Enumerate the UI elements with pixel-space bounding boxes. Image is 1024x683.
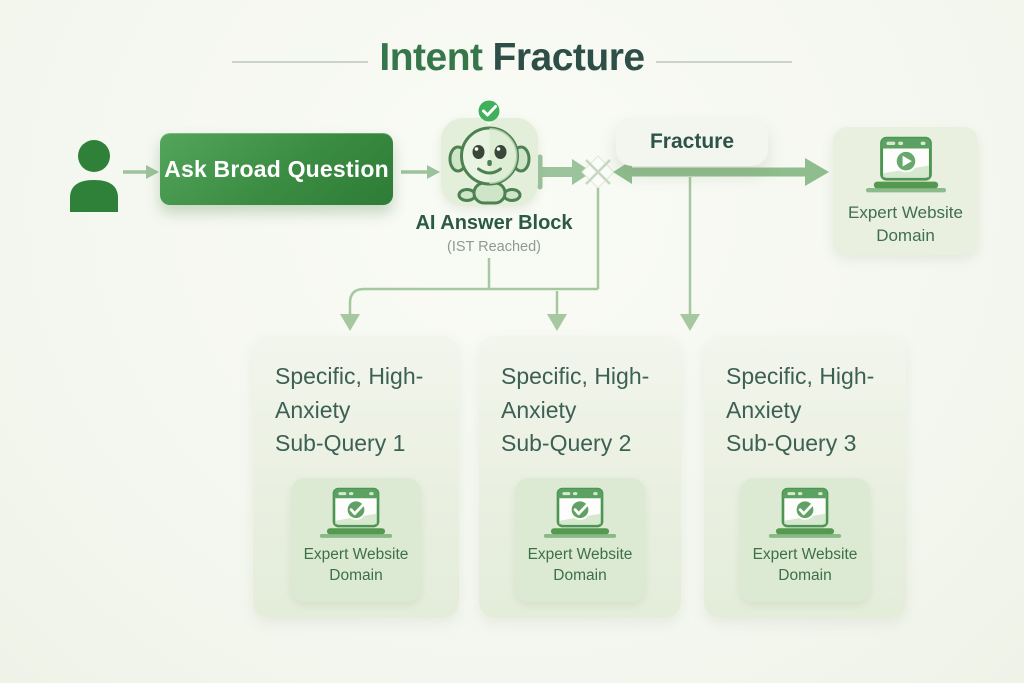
browser-check-icon — [768, 487, 842, 538]
subquery-2-line-2: Anxiety — [501, 396, 577, 423]
subquery-2-line-3: Sub-Query 2 — [501, 430, 632, 456]
subquery-1-text: Specific, High- Anxiety Sub-Query 1 — [275, 360, 423, 461]
subquery-1-line-2: Anxiety — [275, 396, 351, 423]
ai-block-sublabel: (IST Reached) — [446, 239, 542, 255]
expert-domain-label-1: Expert Website Domain — [303, 546, 409, 584]
subquery-3-text: Specific, High- Anxiety Sub-Query 3 — [726, 360, 874, 461]
ai-block-label: AI Answer Block — [415, 212, 573, 234]
expert-website-card: Expert Website Domain — [833, 127, 978, 255]
expert-domain-subcard-1: Expert Website Domain — [291, 478, 421, 602]
fracture-x-icon — [581, 155, 615, 189]
button-to-robot-arrow — [401, 165, 440, 179]
expert-domain-label-3: Expert Website Domain — [752, 546, 858, 584]
subquery-3-line-1: Specific, High- — [726, 363, 875, 389]
ask-broad-question-button: Ask Broad Question — [160, 133, 393, 205]
subquery-3-line-2: Anxiety — [726, 396, 802, 423]
title-word-intent: Intent — [379, 36, 483, 79]
browser-check-icon — [319, 487, 393, 538]
subquery-3-line-3: Sub-Query 3 — [726, 430, 857, 456]
ask-broad-question-label: Ask Broad Question — [164, 155, 389, 182]
expert-website-label: Expert Website Domain — [848, 203, 963, 245]
ai-block-caption: AI Answer Block (IST Reached) — [399, 212, 589, 255]
expert-domain-label-2: Expert Website Domain — [527, 546, 633, 584]
person-to-button-arrow — [123, 165, 159, 179]
fracture-label: Fracture — [649, 130, 735, 153]
browser-check-icon — [543, 487, 617, 538]
ai-robot-icon — [448, 97, 531, 205]
fracture-double-arrow — [613, 158, 829, 186]
subquery-1-line-3: Sub-Query 1 — [275, 430, 406, 456]
branch-connectors — [348, 177, 692, 314]
title-word-fracture: Fracture — [492, 36, 646, 79]
branch-arrowheads — [340, 314, 700, 331]
fracture-pill: Fracture — [616, 118, 768, 166]
subquery-card-2: Specific, High- Anxiety Sub-Query 2 Expe… — [479, 336, 681, 618]
subquery-card-1: Specific, High- Anxiety Sub-Query 1 Expe… — [253, 336, 459, 618]
person-icon — [70, 140, 118, 212]
subquery-card-3: Specific, High- Anxiety Sub-Query 3 Expe… — [704, 336, 906, 618]
expert-domain-subcard-2: Expert Website Domain — [515, 478, 645, 602]
subquery-2-text: Specific, High- Anxiety Sub-Query 2 — [501, 360, 649, 461]
browser-play-icon — [865, 136, 946, 193]
expert-domain-subcard-3: Expert Website Domain — [740, 478, 870, 602]
check-badge-icon — [476, 97, 502, 125]
subquery-2-line-1: Specific, High- — [501, 363, 650, 389]
subquery-1-line-1: Specific, High- — [275, 363, 424, 389]
